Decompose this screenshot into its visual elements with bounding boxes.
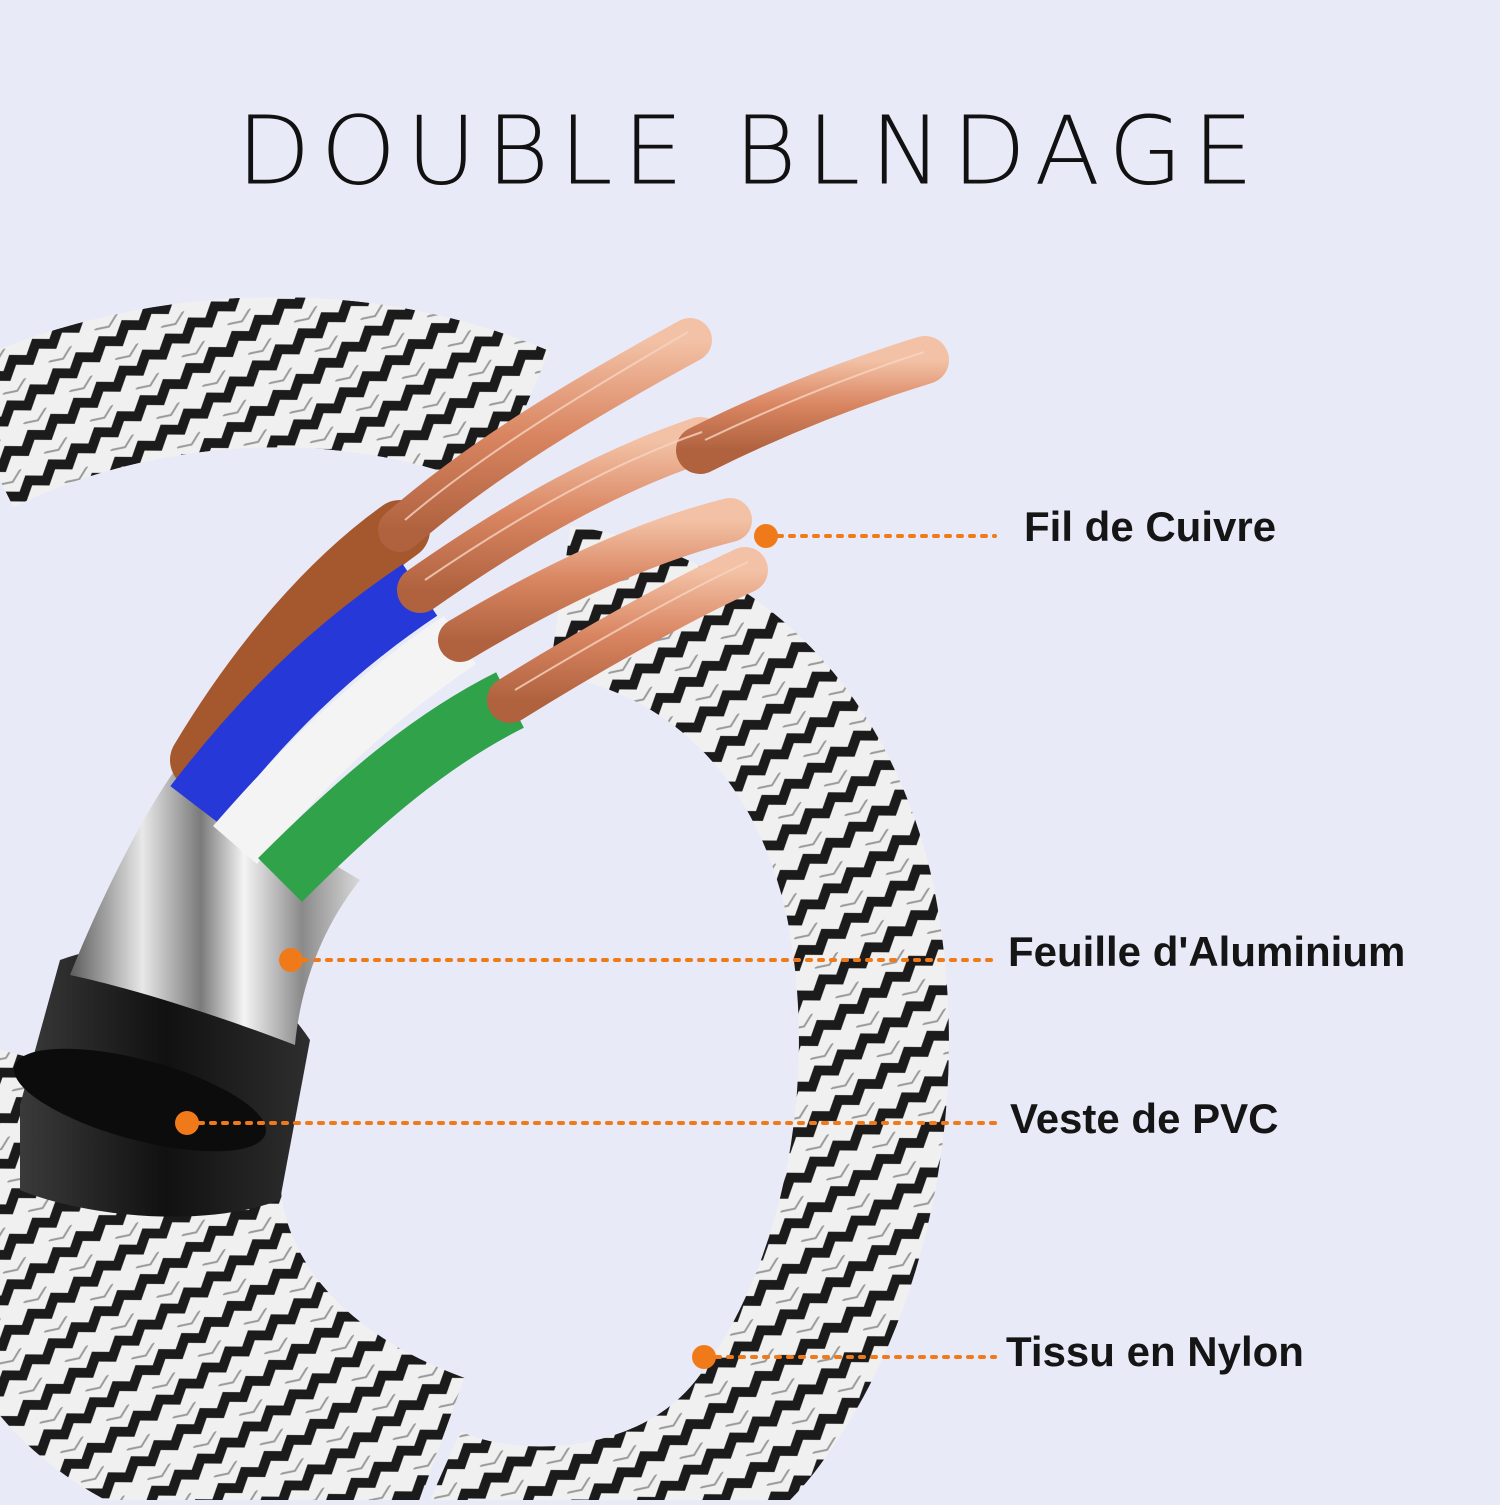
marker-aluminium [279, 948, 303, 972]
page-title: DOUBLE BLNDAGE [236, 96, 1264, 206]
label-aluminium-foil: Feuille d'Aluminium [1008, 928, 1406, 975]
marker-copper [754, 524, 778, 548]
marker-pvc [175, 1111, 199, 1135]
blue-wire [170, 564, 438, 824]
marker-nylon [692, 1345, 716, 1369]
label-copper-wire: Fil de Cuivre [1024, 503, 1277, 550]
green-wire [258, 672, 525, 902]
white-wire [213, 615, 477, 864]
label-pvc-jacket: Veste de PVC [1010, 1095, 1279, 1142]
leader-lines [185, 534, 997, 1359]
copper-strands [378, 318, 949, 723]
label-nylon-fabric: Tissu en Nylon [1006, 1328, 1304, 1375]
